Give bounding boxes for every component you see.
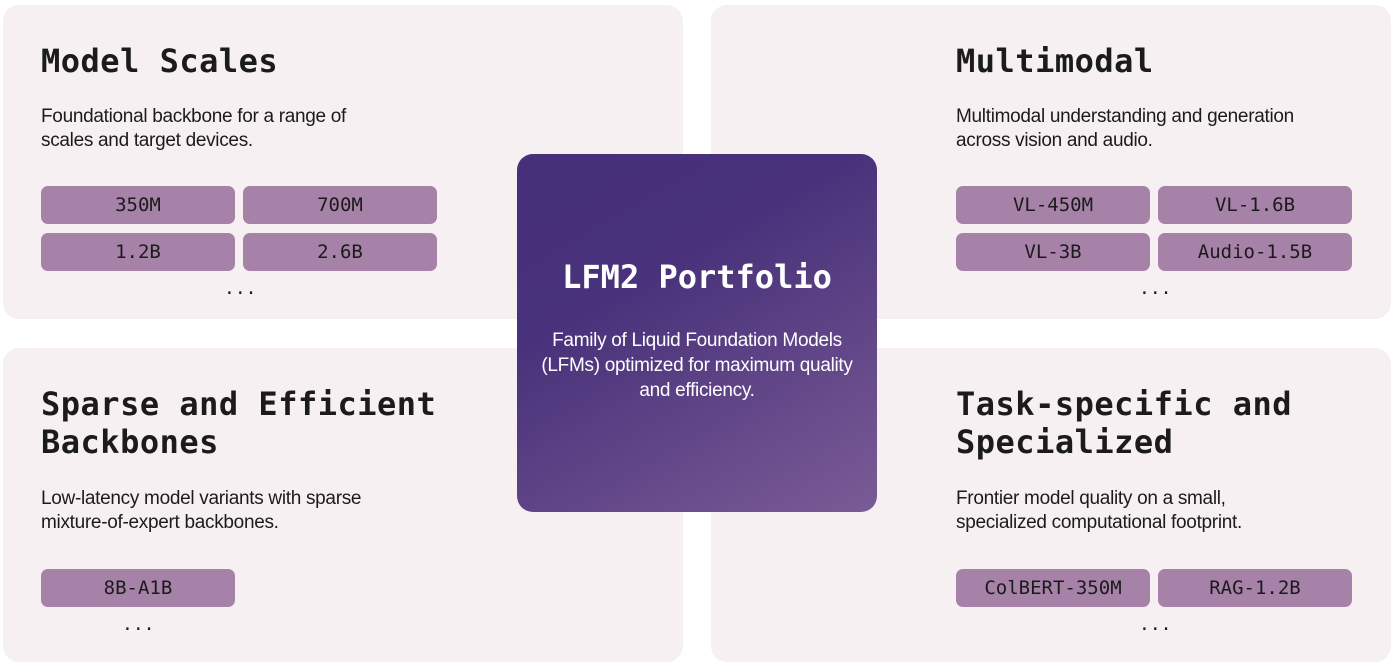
panel-description: Foundational backbone for a range of sca… (41, 106, 347, 151)
panel-title: Sparse and Efficient Backbones (41, 385, 437, 461)
more-ellipsis: ... (224, 278, 257, 299)
model-pill: VL-450M (956, 186, 1150, 224)
panel-description: Frontier model quality on a small, speci… (956, 488, 1242, 533)
more-ellipsis: ... (122, 614, 155, 635)
panel-description: Low-latency model variants with sparse m… (41, 488, 362, 533)
model-pill: 1.2B (41, 233, 235, 271)
more-ellipsis: ... (1139, 614, 1172, 635)
model-pill: VL-1.6B (1158, 186, 1352, 224)
model-pill: 700M (243, 186, 437, 224)
panel-title: Model Scales (41, 42, 279, 80)
model-pill: ColBERT-350M (956, 569, 1150, 607)
more-ellipsis: ... (1139, 278, 1172, 299)
model-pill: VL-3B (956, 233, 1150, 271)
portfolio-description: Family of Liquid Foundation Models (LFMs… (541, 330, 853, 401)
model-pill: 350M (41, 186, 235, 224)
model-pill: RAG-1.2B (1158, 569, 1352, 607)
model-pill: 2.6B (243, 233, 437, 271)
portfolio-title: LFM2 Portfolio (562, 258, 832, 296)
panel-title: Task-specific and Specialized (956, 385, 1293, 461)
panel-title: Multimodal (956, 42, 1154, 80)
model-pill: 8B-A1B (41, 569, 235, 607)
portfolio-center-card: LFM2 Portfolio Family of Liquid Foundati… (517, 154, 877, 512)
panel-description: Multimodal understanding and generation … (956, 106, 1294, 151)
model-pill: Audio-1.5B (1158, 233, 1352, 271)
